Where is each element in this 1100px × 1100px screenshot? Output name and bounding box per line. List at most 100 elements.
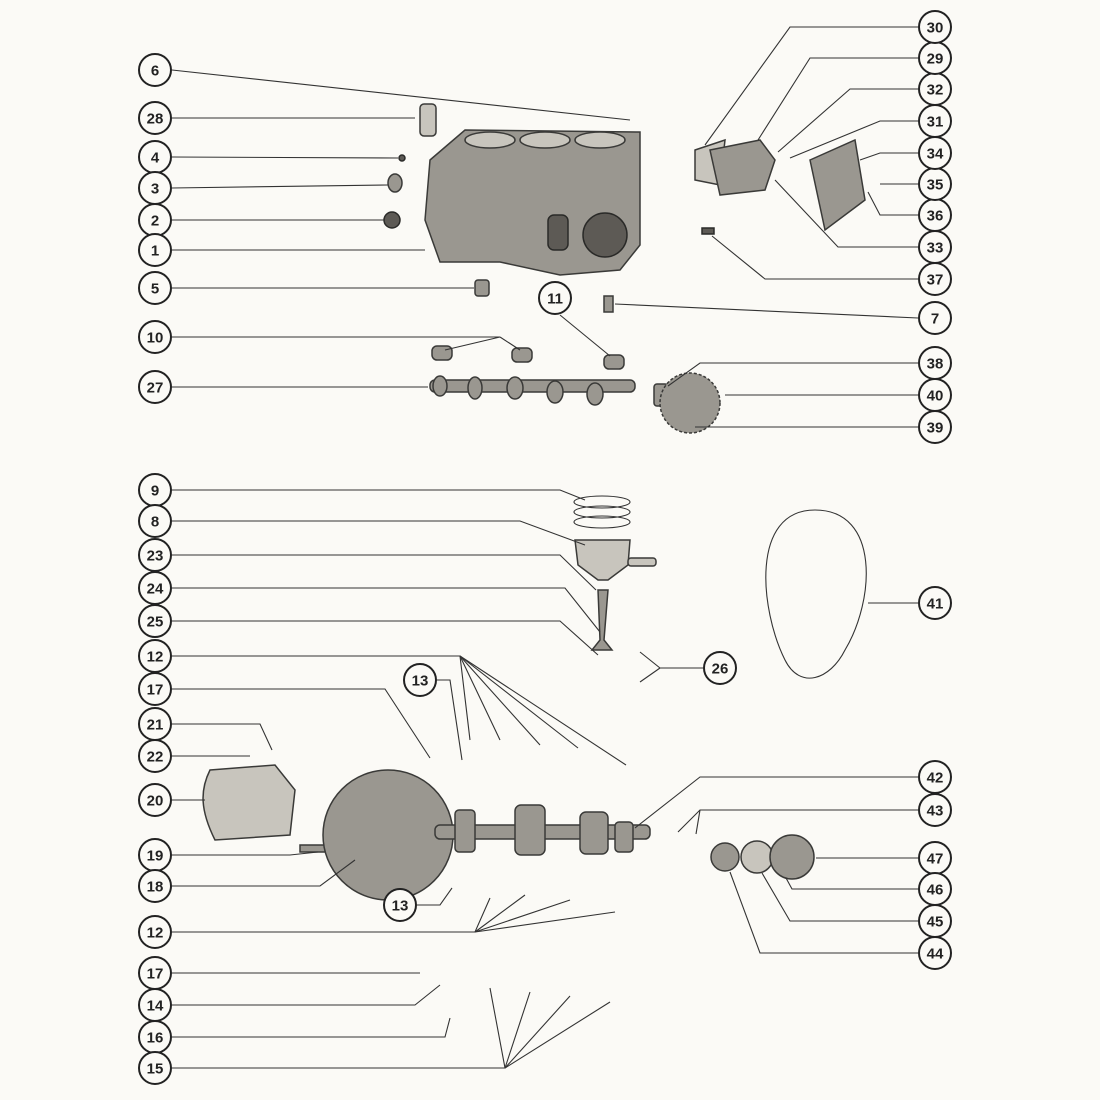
callout-number: 11 <box>547 291 563 308</box>
callout-circle <box>918 586 952 620</box>
callout-31: 31 <box>789 104 952 159</box>
leader-line <box>761 872 918 922</box>
callout-13: 13 <box>403 663 463 761</box>
callout-number: 36 <box>927 208 944 225</box>
callout-41: 41 <box>868 586 952 620</box>
callout-46: 46 <box>785 872 952 906</box>
callout-circle <box>138 604 172 638</box>
callout-number: 3 <box>151 181 159 198</box>
plug-part <box>398 154 406 162</box>
callout-3: 3 <box>138 171 389 205</box>
callout-circle <box>138 271 172 305</box>
callout-number: 12 <box>147 925 164 942</box>
callout-number: 23 <box>147 548 164 565</box>
leader-line <box>729 871 918 954</box>
callout-18: 18 <box>138 859 356 903</box>
leader-line <box>634 776 918 829</box>
callout-circle <box>138 370 172 404</box>
callout-circle <box>918 10 952 44</box>
leader-line <box>172 1017 451 1038</box>
callout-number: 15 <box>147 1061 164 1078</box>
callout-number: 32 <box>927 82 944 99</box>
leader-line <box>172 859 356 887</box>
callout-number: 20 <box>147 793 164 810</box>
callout-15: 15 <box>138 987 611 1085</box>
callout-circle <box>918 936 952 970</box>
cam-bearing <box>511 347 533 363</box>
leader-line <box>677 809 918 833</box>
piston <box>574 539 631 581</box>
leader-line <box>711 235 918 280</box>
callout-26: 26 <box>639 651 737 685</box>
leader-line <box>785 877 918 890</box>
callout-number: 30 <box>927 20 944 37</box>
callout-7: 7 <box>614 301 952 335</box>
callout-number: 39 <box>927 420 944 437</box>
callout-20: 20 <box>138 783 205 817</box>
leader-line <box>499 336 521 351</box>
leader-line <box>172 489 586 501</box>
leader-line <box>417 887 453 906</box>
callout-number: 10 <box>147 330 164 347</box>
cam-bearing <box>603 354 625 370</box>
callout-circle <box>138 101 172 135</box>
leader-line <box>172 554 597 591</box>
callout-number: 7 <box>931 311 939 328</box>
leader-line <box>695 809 701 835</box>
leader-line <box>474 894 526 933</box>
leader-line <box>172 587 601 633</box>
leader-line <box>172 688 431 759</box>
bell-housing <box>202 764 296 841</box>
leader-line <box>474 911 616 933</box>
callout-number: 34 <box>927 146 944 163</box>
leader-line <box>172 336 501 351</box>
callout-number: 27 <box>147 380 164 397</box>
expansion-plug-part <box>387 173 403 193</box>
water-pump <box>709 139 776 196</box>
callout-14: 14 <box>138 984 441 1022</box>
callout-number: 4 <box>151 150 160 167</box>
callout-number: 8 <box>151 514 159 531</box>
callout-5: 5 <box>138 271 474 305</box>
callout-37: 37 <box>711 235 952 296</box>
leader-line <box>437 679 463 761</box>
callout-29: 29 <box>757 41 952 141</box>
callout-number: 46 <box>927 882 944 899</box>
callout-47: 47 <box>816 841 952 875</box>
callout-43: 43 <box>677 793 952 835</box>
leader-line <box>172 897 491 933</box>
callout-35: 35 <box>880 167 952 201</box>
leader-line <box>459 655 541 746</box>
callout-number: 28 <box>147 111 164 128</box>
callout-9: 9 <box>138 473 586 507</box>
callout-number: 19 <box>147 848 164 865</box>
callout-circle <box>918 793 952 827</box>
leader-line <box>171 69 631 121</box>
callout-30: 30 <box>704 10 952 146</box>
callout-13: 13 <box>383 887 453 922</box>
lifter-part <box>419 103 437 137</box>
callout-22: 22 <box>138 739 250 773</box>
leader-line <box>504 995 571 1069</box>
callout-number: 45 <box>927 914 944 931</box>
callout-number: 41 <box>927 596 944 613</box>
dowel-part <box>603 295 614 313</box>
callout-number: 37 <box>927 272 944 289</box>
callout-44: 44 <box>729 871 952 970</box>
callout-1: 1 <box>138 233 425 267</box>
leader-line <box>171 156 399 159</box>
bushing-part <box>474 279 490 297</box>
callout-number: 5 <box>151 281 159 298</box>
leader-line <box>172 851 319 856</box>
leader-line <box>172 620 599 656</box>
callout-2: 2 <box>138 203 384 237</box>
callout-25: 25 <box>138 604 599 656</box>
callout-number: 33 <box>927 240 944 257</box>
callout-number: 16 <box>147 1030 164 1047</box>
callout-number: 26 <box>712 661 729 678</box>
callout-16: 16 <box>138 1017 451 1054</box>
piston-rings <box>573 495 631 529</box>
timing-cover <box>809 138 866 232</box>
callout-34: 34 <box>859 136 952 170</box>
